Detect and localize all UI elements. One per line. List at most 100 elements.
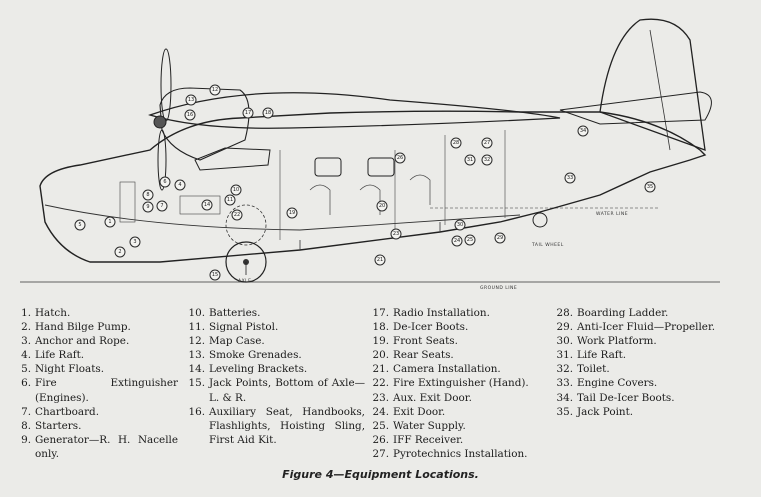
- legend-item-text: Batteries.: [209, 307, 261, 319]
- callout-29: 29: [494, 232, 506, 244]
- callout-number: 9: [146, 204, 149, 210]
- cockpit-windows: [194, 147, 271, 171]
- legend-item: 27.Pyrotechnics Installation.: [371, 447, 554, 461]
- callout-number: 23: [393, 231, 399, 237]
- callout-number: 25: [467, 237, 473, 243]
- legend-item-number: 26.: [372, 433, 389, 446]
- legend-item-number: 32.: [556, 363, 573, 376]
- legend-item-number: 29.: [556, 321, 573, 334]
- legend-item-text: Hand Bilge Pump.: [35, 321, 131, 334]
- legend-item: 33.Engine Covers.: [555, 376, 725, 390]
- legend-item: 22.Fire Extinguisher (Hand).: [371, 376, 554, 390]
- starter-stack: [119, 181, 136, 223]
- legend-item-number: 27.: [372, 447, 389, 460]
- propeller-blade-lower: [157, 129, 167, 191]
- legend-item: 12. Map Case.: [187, 334, 365, 348]
- legend-item-text: Rear Seats.: [393, 349, 454, 362]
- callout-12: 12: [209, 84, 221, 96]
- legend-item: 18.De-Icer Boots.: [371, 320, 554, 334]
- callout-5: 5: [74, 219, 86, 231]
- callout-number: 24: [454, 238, 460, 244]
- callout-number: 4: [178, 182, 181, 188]
- legend-item-text: Jack Point.: [577, 405, 634, 418]
- legend-item: 31.Life Raft.: [555, 348, 725, 362]
- legend-item-number: 28.: [556, 307, 573, 319]
- legend-item: 21.Camera Installation.: [371, 362, 554, 376]
- callout-24: 24: [451, 235, 463, 247]
- callout-4: 4: [174, 179, 186, 191]
- legend-item-text: Water Supply.: [393, 419, 466, 432]
- legend-item-number: 12.: [188, 335, 205, 348]
- legend-item-number: 4.: [21, 349, 31, 362]
- legend-item-number: 35.: [556, 405, 573, 418]
- callout-number: 11: [227, 197, 233, 203]
- legend-item-number: 13.: [188, 349, 205, 362]
- legend-item-text: Leveling Brackets.: [209, 363, 308, 376]
- aircraft-cutaway-drawing: WATER LINE GROUND LINE TAIL WHEEL AXLE 1…: [20, 18, 720, 291]
- legend-item-number: 8.: [21, 419, 31, 432]
- callout-number: 6: [163, 179, 166, 185]
- callout-number: 7: [160, 203, 163, 209]
- legend-item: 28. Boarding Ladder.: [555, 306, 725, 320]
- legend-item-text: Generator—R. H. Nacelle only.: [35, 433, 178, 460]
- callout-23: 23: [390, 228, 402, 240]
- legend-item-number: 23.: [372, 391, 389, 404]
- label-axle: AXLE: [238, 278, 252, 284]
- legend-item: 5.Night Floats.: [13, 362, 178, 376]
- legend-item-text: Smoke Grenades.: [209, 349, 302, 362]
- main-wheel-retracted: [225, 204, 267, 246]
- label-water-line: WATER LINE: [596, 211, 628, 217]
- legend-item: 3.Anchor and Rope.: [13, 334, 178, 348]
- legend-item: 25.Water Supply.: [371, 419, 554, 433]
- legend-column-2: 10.Batteries.11.Signal Pistol.12.Map Cas…: [187, 306, 365, 447]
- callout-19: 19: [286, 207, 298, 219]
- legend-item-text: Boarding Ladder.: [577, 307, 669, 319]
- callout-10: 10: [230, 184, 242, 196]
- callout-7: 7: [156, 200, 168, 212]
- legend-item-text: Hatch.: [35, 307, 71, 319]
- callout-number: 35: [647, 184, 653, 190]
- legend-item-text: Fire Extinguisher (Hand).: [393, 377, 529, 390]
- callout-number: 3: [133, 239, 136, 245]
- legend-item: 29.Anti-Icer Fluid—Propeller.: [555, 320, 725, 334]
- callout-8: 8: [142, 189, 154, 201]
- callout-number: 34: [580, 128, 586, 134]
- tail-fin: [599, 18, 706, 151]
- legend-item-number: 7.: [21, 405, 31, 418]
- legend-item: 16.Auxiliary Seat, Handbooks, Flashlight…: [187, 405, 365, 447]
- legend-item: 34. Tail De-Icer Boots.: [555, 391, 725, 405]
- legend-item-text: Map Case.: [209, 335, 265, 348]
- legend-item-text: Chartboard.: [35, 405, 100, 418]
- legend-item: 11.Signal Pistol.: [187, 320, 365, 334]
- callout-number: 27: [484, 140, 490, 146]
- legend-item-text: Exit Door.: [393, 405, 446, 418]
- callout-18: 18: [262, 107, 274, 119]
- legend-item: 1.Hatch.: [13, 306, 178, 320]
- callout-33: 33: [564, 172, 576, 184]
- legend-item: 6.Fire Extinguisher (Engines).: [13, 376, 178, 404]
- legend-item-text: Night Floats.: [35, 363, 105, 376]
- callout-number: 2: [118, 249, 121, 255]
- label-tail-wheel: TAIL WHEEL: [531, 242, 564, 248]
- legend-item-text: Life Raft.: [35, 349, 85, 362]
- legend-item-text: Front Seats.: [393, 335, 458, 348]
- legend-item-text: Work Platform.: [577, 335, 657, 348]
- callout-number: 20: [379, 203, 385, 209]
- legend-item-number: 34.: [556, 391, 573, 404]
- callout-32: 32: [481, 154, 493, 166]
- label-ground-line: GROUND LINE: [480, 285, 517, 291]
- legend-item-text: Jack Points, Bottom of Axle—L. & R.: [209, 377, 365, 404]
- legend-item-number: 16.: [188, 405, 205, 418]
- callout-number: 18: [265, 110, 271, 116]
- callout-3: 3: [129, 236, 141, 248]
- legend-item-number: 30.: [556, 335, 573, 348]
- horizontal-stabilizer: [559, 91, 712, 125]
- legend-item-text: Starters.: [35, 419, 82, 432]
- legend-item-text: Tail De-Icer Boots.: [577, 391, 675, 404]
- callout-9: 9: [142, 201, 154, 213]
- callout-26: 26: [394, 152, 406, 164]
- legend-item: 24.Exit Door.: [371, 405, 554, 419]
- callout-30: 30: [454, 219, 466, 231]
